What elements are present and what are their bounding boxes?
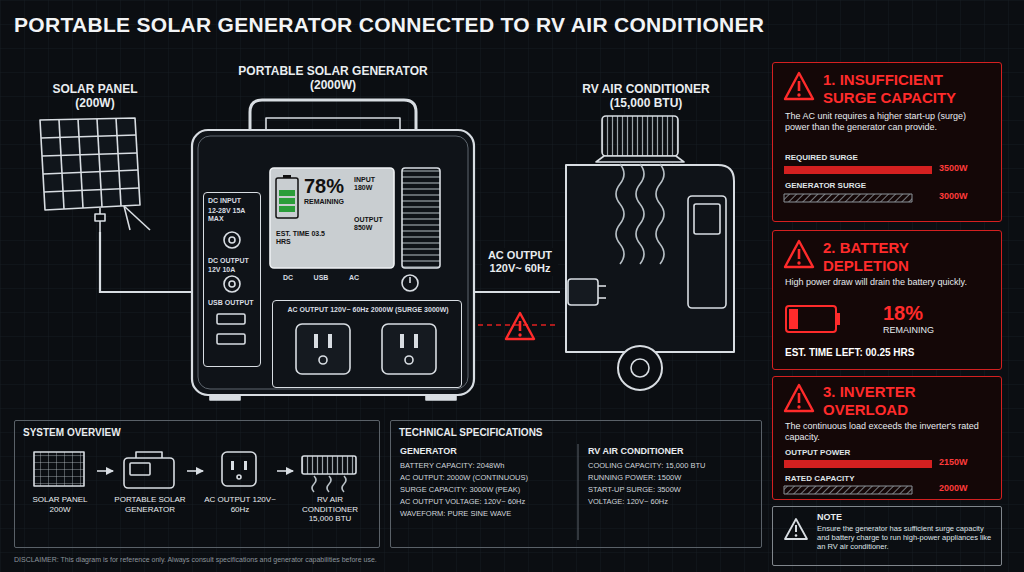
- warning-body: The AC unit requires a higher start-up (…: [785, 111, 993, 133]
- overview-item: SOLAR PANEL 200W: [23, 449, 97, 539]
- spec-line: AC OUTPUT: 2000W (CONTINUOUS): [400, 473, 575, 482]
- item-label: PORTABLE SOLAR GENERATOR: [113, 495, 187, 514]
- note-box: NOTEEnsure the generator has sufficient …: [772, 506, 1002, 566]
- display-screen: 78%REMAININGINPUT 180W OUTPUT 850W EST. TI…: [270, 168, 394, 268]
- bar-value: 2150W: [939, 457, 999, 468]
- warning-heading: 3. INVERTER OVERLOAD: [823, 383, 995, 419]
- button-label: USB: [310, 274, 332, 282]
- connector: [277, 470, 293, 472]
- note-body: Ensure the generator has sufficient surg…: [817, 524, 997, 551]
- warning-panel: 3. INVERTER OVERLOADThe continuous load …: [772, 376, 1002, 500]
- output-reading: OUTPUT 850W: [354, 216, 392, 233]
- port-spec: 12-28V 15A MAX: [208, 207, 258, 224]
- connector: [187, 470, 203, 472]
- specs-box: TECHNICAL SPECIFICATIONS: [390, 420, 762, 548]
- bar-value: 2000W: [939, 483, 999, 494]
- button-label: AC: [346, 274, 362, 282]
- port-panel: DC INPUT 12-28V 15A MAX DC OUTPUT12V 10A US…: [203, 192, 261, 367]
- connector: [100, 232, 192, 292]
- rv-label: RV AIR CONDITIONER (15,000 BTU): [581, 82, 711, 111]
- warning-panel: 1. INSUFFICIENT SURGE CAPACITY The AC uni…: [772, 62, 1002, 222]
- warning-body: The continuous load exceeds the inverter…: [785, 421, 993, 443]
- warning-panel: 2. BATTERY DEPLETION High power draw will…: [772, 230, 1002, 370]
- spec-line: VOLTAGE: 120V~ 60Hz: [588, 497, 758, 506]
- solar-panel: SOLAR PANEL (200W): [30, 82, 160, 232]
- edge-label: AC OUTPUT 120V~ 60Hz: [482, 248, 558, 276]
- column-heading: RV AIR CONDITIONER: [588, 446, 758, 457]
- spec-line: COOLING CAPACITY: 15,000 BTU: [588, 461, 758, 470]
- battery-percent: 18%: [883, 301, 963, 325]
- spec-line: SURGE CAPACITY: 3000W (PEAK): [400, 485, 575, 494]
- spec-line: AC OUTPUT VOLTAGE: 120V~ 60Hz: [400, 497, 575, 506]
- section-heading: SYSTEM OVERVIEW: [23, 427, 223, 439]
- item-label: AC OUTPUT 120V~ 60Hz: [203, 495, 277, 514]
- connector: [474, 291, 560, 293]
- outlet-panel: AC OUTPUT 120V~ 60Hz 2000W (SURGE 3000W): [272, 300, 462, 388]
- overview-item: RV AIR CONDITIONER 15,000 BTU: [293, 449, 367, 539]
- bar-label: RATED CAPACITY: [785, 474, 925, 484]
- overview-box: SYSTEM OVERVIEW SOLAR PANEL 200W PORTABLE …: [14, 420, 380, 548]
- spec-line: RUNNING POWER: 1500W: [588, 473, 758, 482]
- spec-line: START-UP SURGE: 3500W: [588, 485, 758, 494]
- port-label: DC INPUT: [208, 197, 258, 205]
- spec-line: WAVEFORM: PURE SINE WAVE: [400, 509, 575, 518]
- outlet-label: AC OUTPUT 120V~ 60Hz 2000W (SURGE 3000W): [279, 306, 457, 314]
- disclaimer: DISCLAIMER: This diagram is for referenc…: [14, 556, 754, 564]
- port-label: USB OUTPUT: [208, 299, 258, 307]
- generator-label: PORTABLE SOLAR GENERATOR (2000W): [233, 64, 433, 93]
- input-reading: INPUT 180W: [354, 176, 390, 193]
- diagram-title: PORTABLE SOLAR GENERATOR CONNECTED TO RV…: [14, 12, 814, 37]
- connector: [97, 470, 113, 472]
- display-label: REMAINING: [304, 198, 352, 206]
- warning-heading: 1. INSUFFICIENT SURGE CAPACITY: [823, 71, 995, 107]
- button-label: DC: [280, 274, 296, 282]
- bar-label: REQUIRED SURGE: [785, 153, 925, 163]
- item-label: RV AIR CONDITIONER 15,000 BTU: [293, 495, 367, 524]
- spec-line: BATTERY CAPACITY: 2048Wh: [400, 461, 575, 470]
- section-heading: TECHNICAL SPECIFICATIONS: [399, 427, 649, 439]
- generator-unit: PORTABLE SOLAR GENERATOR (2000W) DC INPUT…: [192, 62, 474, 398]
- warning-heading: 2. BATTERY DEPLETION: [823, 239, 995, 275]
- warning-body: High power draw will drain the battery q…: [785, 277, 993, 288]
- port-label: DC OUTPUT: [208, 257, 258, 265]
- time-left: EST. TIME LEFT: 00.25 HRS: [785, 347, 995, 359]
- battery-label: REMAINING: [883, 325, 963, 336]
- panel-label: SOLAR PANEL (200W): [45, 82, 145, 111]
- battery-percent: 78%: [304, 174, 354, 198]
- time-reading: EST. TIME 03.5 HRS: [276, 230, 326, 247]
- overview-item: PORTABLE SOLAR GENERATOR: [113, 449, 187, 539]
- bar-label: OUTPUT POWER: [785, 448, 925, 458]
- bar-value: 3500W: [939, 163, 999, 174]
- overview-item: AC OUTPUT 120V~ 60Hz: [203, 449, 277, 539]
- bar-value: 3000W: [939, 191, 999, 202]
- item-label: SOLAR PANEL 200W: [23, 495, 97, 514]
- bar-label: GENERATOR SURGE: [785, 181, 925, 191]
- note-heading: NOTE: [817, 512, 997, 523]
- column-heading: GENERATOR: [400, 446, 570, 457]
- port-spec: 12V 10A: [208, 266, 258, 274]
- rv-unit: RV AIR CONDITIONER (15,000 BTU): [560, 82, 732, 394]
